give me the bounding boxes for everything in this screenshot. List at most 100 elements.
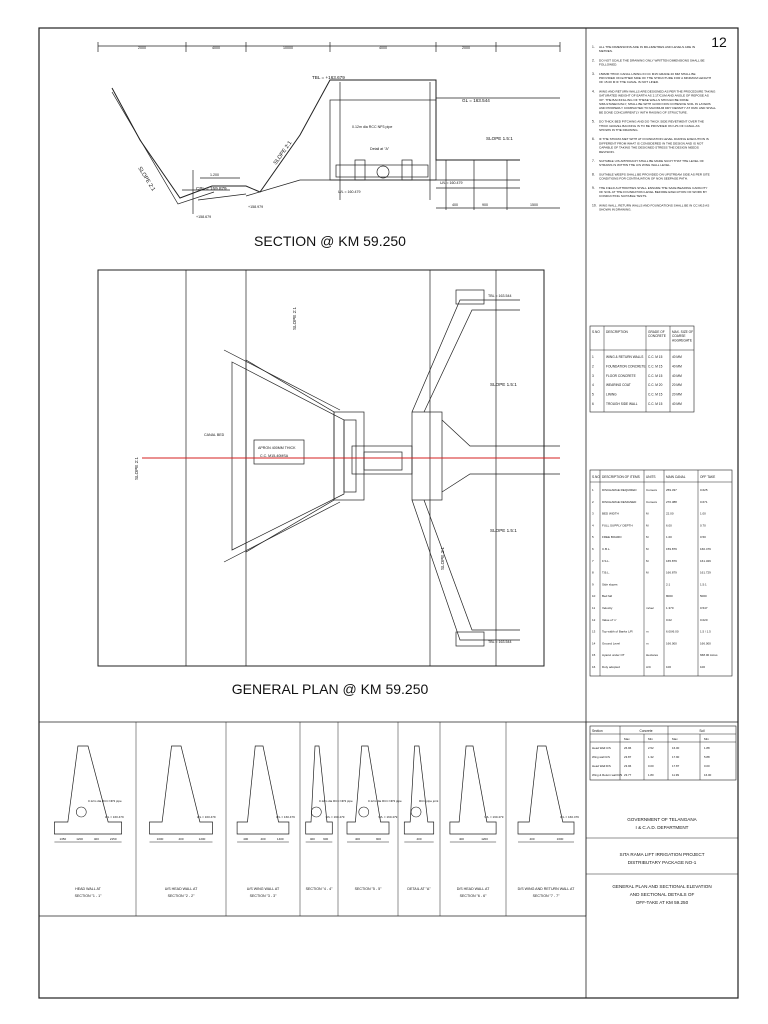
walls-table-cell: Head Wall U/S — [592, 746, 611, 750]
note-line: OF 15.00 M IF THE CANAL IS NOT LINED. — [599, 80, 659, 84]
detail-caption-1: SECTION "4 - 4" — [306, 887, 333, 891]
outer-border — [38, 27, 739, 999]
hydraulic-table-cell: FREE BOARD — [602, 535, 622, 539]
hydraulic-table-cell: 14 — [592, 641, 596, 645]
concrete-table-header: S.NO — [592, 330, 600, 334]
hydraulic-table-cell: M — [646, 559, 649, 563]
note-number: 7. — [592, 159, 595, 163]
note-line: CONDUCTING SUITABLE TESTS. — [599, 194, 647, 198]
detail-caption-1: U/S WING WALL AT — [247, 887, 280, 891]
concrete-table-cell: 20 MM — [672, 383, 682, 387]
detail-pipe — [311, 806, 322, 818]
note-line: SHOWN IN THE DRAWING. — [599, 128, 638, 132]
note-line: FOLLOWED. — [599, 63, 617, 67]
note-line: 30°. THE BACKFILLING OF THESE WALLS SHOU… — [599, 98, 689, 102]
detail-level: U/L = 160.479 — [276, 815, 295, 819]
title-project-2: DISTRIBUTARY PACKAGE NO-1 — [628, 860, 697, 865]
walls-table-subheader: Max — [624, 737, 630, 741]
detail-level: U/L = 160.479 — [105, 815, 124, 819]
note-number: 6. — [592, 137, 595, 141]
plan-apron-1: APRON 400MM THICK — [258, 446, 296, 450]
hydraulic-table-cell: M — [646, 535, 649, 539]
concrete-table-cell: 20 MM — [672, 393, 682, 397]
concrete-table-cell: 6 — [592, 402, 594, 406]
hydraulic-table-cell: 0.70 — [700, 523, 706, 527]
hydraulic-table-cell: 668.00 Acres — [700, 653, 718, 657]
hydraulic-table-cell: 0.625 — [700, 488, 708, 492]
title-drawing-2: AND SECTIONAL DETAILS OF — [630, 892, 695, 897]
hydraulic-table-cell: 161.729 — [700, 571, 711, 575]
hydraulic-table-cell: 1 — [592, 488, 594, 492]
detail-dimension: 1000 — [157, 837, 164, 841]
note-line: STRAINS IS WITHIN THE U/S WING WALL LEVE… — [599, 163, 671, 167]
section-detail-note: Detail at "A" — [370, 147, 390, 151]
plan-tbl-bottom: TBL = 163.544 — [488, 640, 512, 644]
note-line: DO THICK BED PITCHING AND DO THICK SIDE … — [599, 120, 704, 124]
plan-tbl-top: TBL = 163.544 — [488, 294, 512, 298]
hydraulic-table-cell: A/C — [646, 665, 652, 669]
hydraulic-table-cell: 2:1 — [666, 582, 671, 586]
hydraulic-table-cell: 1.5 / 1.5 — [700, 630, 711, 634]
hydraulic-table-cell: 12 — [592, 618, 596, 622]
concrete-table-cell: 40 MM — [672, 364, 682, 368]
hydraulic-table-cell: Ayacut under OT — [602, 653, 625, 657]
section-title: SECTION @ KM 59.250 — [254, 233, 406, 249]
walls-table-subheader: Min — [648, 737, 653, 741]
plan-slope-right-b: SLOPE 1.5:1 — [490, 528, 517, 533]
section-gl: GL = 163.544 — [462, 98, 490, 103]
hydraulic-table-cell: 166.000 — [700, 641, 711, 645]
detail-level: U/L = 160.479 — [197, 815, 216, 819]
detail-dimension: 400 — [459, 837, 464, 841]
detail-dimension: 1200 — [76, 837, 83, 841]
hydraulic-table-cell: M — [646, 571, 649, 575]
note-line: PROVIDED ON EITHER SIDE OF THE STRUCTURE… — [599, 76, 711, 80]
hydraulic-table-cell: 8 — [592, 571, 594, 575]
walls-table-cell: Wing wall U/S — [592, 755, 610, 759]
note-line: OF SOIL AT THE FOUNDATION LEVEL BEFORE E… — [599, 190, 707, 194]
hydraulic-table-cell: 166.879 — [666, 571, 677, 575]
hydraulic-table-cell: 259.337 — [666, 488, 677, 492]
note-line: SUITABLE U/S APPROACH SHALL BE MADE SUCH… — [599, 159, 704, 163]
note-line: SATURATED WEIGHT OF EARTH AS 2.1T/CUM AN… — [599, 94, 709, 98]
note-line: DIFFERENT FROM WHAT IS CONSIDERED IN THE… — [599, 141, 703, 145]
hydraulic-table-cell: T.B.L. — [602, 571, 610, 575]
hydraulic-table-cell: Duty adopted — [602, 665, 620, 669]
detail-dimension: 1350 — [59, 837, 66, 841]
detail-pipe — [410, 806, 422, 818]
walls-table-cell: 16.00 — [704, 773, 712, 777]
section-slope-right: SLOPE 1.5:1 — [486, 136, 513, 141]
note-line: 150MM THICK CANAL LINING IN CC M15 GRADE… — [599, 72, 696, 76]
note-number: 1. — [592, 45, 595, 49]
section-dim-b: 900 — [482, 203, 488, 207]
hydraulic-table-cell: M — [646, 512, 649, 516]
detail-dimension: 400 — [260, 837, 265, 841]
note-line: WING AND RETURN WALLS ARE DESIGNED AS PE… — [599, 89, 716, 93]
section-dim-4: 4000 — [379, 46, 387, 50]
concrete-table-cell: WEARING COAT — [606, 383, 631, 387]
section-dim-c: 1500 — [530, 203, 538, 207]
detail-caption-1: HEAD WALL AT — [75, 887, 101, 891]
detail-dimension: 400 — [416, 837, 421, 841]
detail-level: U/L = 160.479 — [485, 815, 504, 819]
hydraulic-table-cell: M — [646, 547, 649, 551]
hydraulic-table-cell: 6.00 — [666, 523, 672, 527]
note-line: SUITABLE WEEPS SHALL BE PROVIDED ON UPST… — [599, 172, 710, 176]
note-number: 3. — [592, 72, 595, 76]
walls-table-cell: 0.00 — [704, 764, 710, 768]
hydraulic-table-cell: 6 — [592, 547, 594, 551]
hydraulic-table-cell: 0.50 — [700, 535, 706, 539]
concrete-table-cell: 3 — [592, 374, 594, 378]
detail-caption-1: D/S HEAD WALL AT — [457, 887, 490, 891]
detail-pipe — [358, 806, 370, 818]
note-line: AND PROPERLY COMPACTED TO MAXIMUM DRY DE… — [599, 106, 716, 110]
hydraulic-table-cell: m/sec — [646, 606, 655, 610]
detail-caption-2: SECTION "1 - 1" — [75, 894, 102, 898]
hydraulic-table-cell: BED WIDTH — [602, 512, 619, 516]
detail-caption-1: SECTION "5 - 5" — [355, 887, 382, 891]
note-line: SIMULTANEOUSLY, SHALL BE WITH GOOD NON C… — [599, 102, 711, 106]
hydraulic-table-cell: 1.370 — [666, 606, 674, 610]
hydraulic-table-cell: m — [646, 641, 649, 645]
